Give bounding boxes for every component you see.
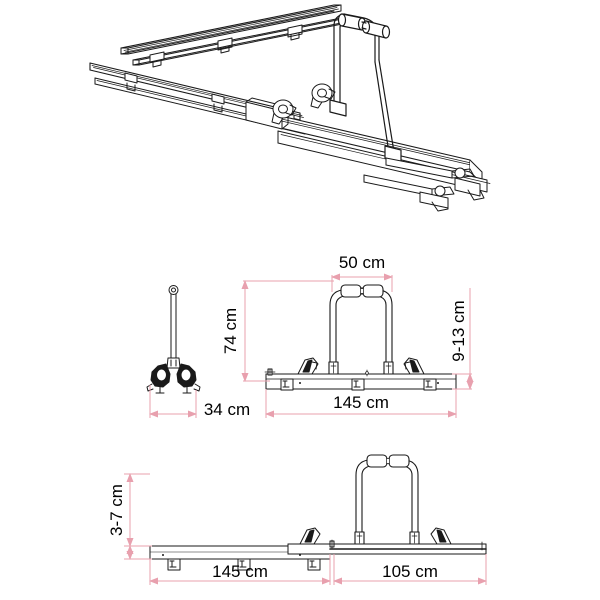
dimension-label-9-13: 9-13 cm: [449, 300, 468, 361]
iso-rail-bracket: [211, 93, 225, 113]
iso-support-arm: [385, 157, 475, 179]
front-view-mount-clip: [280, 378, 294, 391]
dimension-label-145-side: 145 cm: [212, 562, 268, 581]
iso-rail-bracket: [287, 24, 303, 41]
side-view-u-frame: [354, 454, 420, 545]
side-view-mount-clip: [167, 558, 181, 571]
side-view-carrier-rail: [287, 543, 487, 555]
dimension-label-74: 74 cm: [221, 308, 240, 354]
dimension-label-34: 34 cm: [204, 400, 250, 419]
iso-rail-bracket: [217, 37, 233, 54]
dimension-height-74: [241, 280, 334, 382]
dimension-width-50: [331, 273, 393, 292]
iso-upper-rail: [120, 4, 342, 55]
front-view-wheel-holder-left: [297, 357, 319, 375]
dimension-width-34: [149, 385, 197, 418]
iso-u-frame: [329, 13, 402, 163]
iso-wheel-holder: [271, 99, 297, 125]
end-view-hub: [166, 357, 181, 369]
end-view-arm: [168, 285, 179, 361]
dimension-label-145-front: 145 cm: [333, 393, 389, 412]
front-view-mount-clip: [351, 378, 365, 391]
side-view-end-fitting: [327, 539, 483, 551]
front-view-mount-clip: [423, 378, 437, 391]
side-view-mount-clip: [307, 558, 321, 571]
isometric-assembly-view: [89, 4, 491, 212]
side-view-wheel-holder-left: [299, 527, 321, 545]
dimension-lines: [124, 273, 487, 585]
dimension-height-3-7: [124, 473, 152, 560]
front-view-u-frame: [328, 284, 394, 375]
iso-end-cap: [419, 177, 485, 212]
front-view-wheel-holder-right: [403, 357, 425, 375]
iso-rail-bracket: [124, 72, 138, 92]
side-view-mount-clip: [237, 558, 251, 571]
dimension-label-105: 105 cm: [382, 562, 438, 581]
side-view-wheel-holder-right: [430, 527, 452, 545]
side-elevation-view: [149, 454, 487, 571]
end-view-wheel-clamp-right: [176, 363, 201, 394]
dimension-length-145-side: [149, 554, 331, 585]
front-view-end-fitting: [264, 368, 276, 376]
iso-rail-bracket: [149, 51, 165, 68]
dimension-label-3-7: 3-7 cm: [107, 484, 126, 536]
dimension-offset-9-13: [452, 288, 474, 390]
dimension-length-145-front: [265, 389, 457, 418]
dimension-length-105: [333, 554, 487, 585]
dimension-label-50: 50 cm: [339, 253, 385, 272]
iso-wheel-holder: [310, 83, 336, 109]
